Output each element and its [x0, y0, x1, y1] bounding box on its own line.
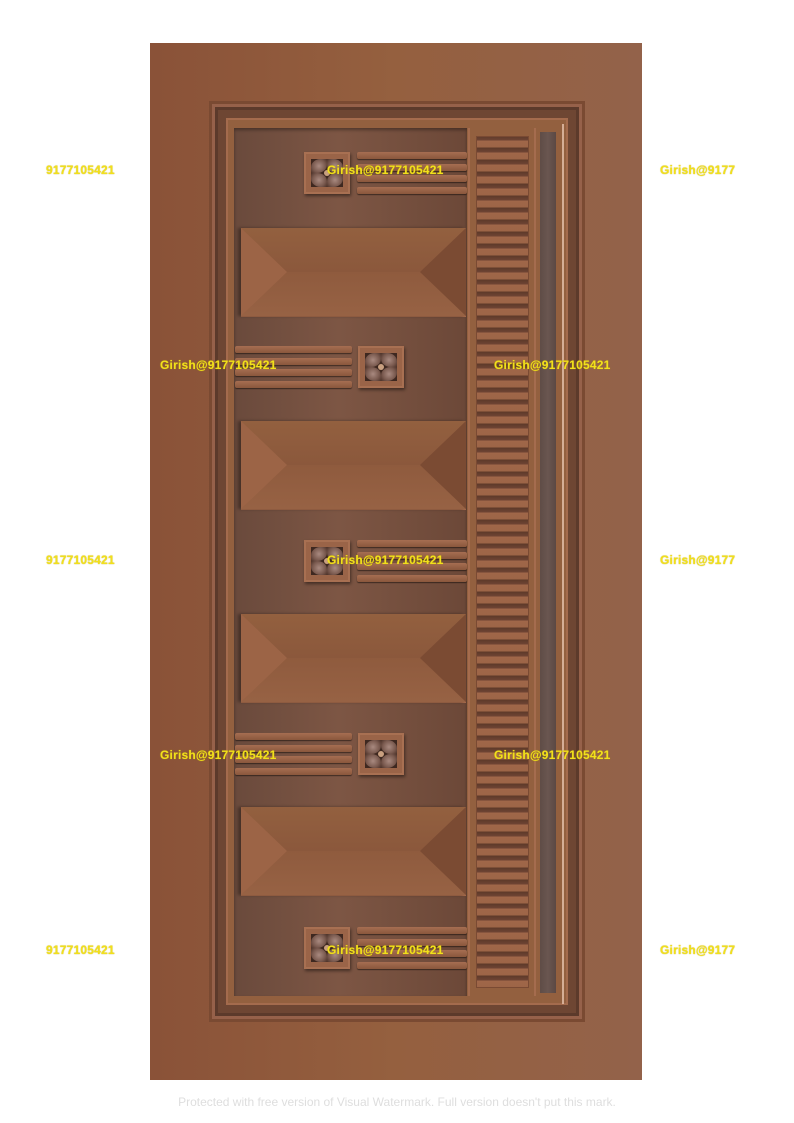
watermark-text: Girish@9177105421: [494, 358, 611, 372]
watermark-text: Girish@9177105421: [494, 748, 611, 762]
horizontal-grooves: [357, 152, 467, 194]
watermark-text: Girish@9177105421: [160, 748, 277, 762]
flower-rosette-icon: [358, 733, 404, 775]
flower-rosette-icon: [304, 152, 350, 194]
horizontal-grooves: [235, 733, 352, 775]
flower-rosette-icon: [358, 346, 404, 388]
watermark-text: Girish@9177: [660, 163, 736, 177]
raised-panel-3: [241, 614, 466, 702]
horizontal-grooves: [357, 540, 467, 582]
watermark-text: 9177105421: [46, 943, 115, 957]
frame-highlight-line: [562, 124, 564, 1004]
watermark-text: Girish@9177: [660, 943, 736, 957]
watermark-text: Girish@9177: [660, 553, 736, 567]
watermark-text: Girish@9177105421: [160, 358, 277, 372]
watermark-text: 9177105421: [46, 163, 115, 177]
horizontal-grooves: [357, 927, 467, 969]
side-vertical-slot: [538, 130, 558, 995]
watermark-text: Girish@9177105421: [327, 163, 444, 177]
flower-rosette-icon: [304, 540, 350, 582]
raised-panel-2: [241, 421, 466, 509]
horizontal-grooves: [235, 346, 352, 388]
louvre-slats: [476, 136, 529, 988]
flower-rosette-icon: [304, 927, 350, 969]
watermark-text: Girish@9177105421: [327, 943, 444, 957]
watermark-text: 9177105421: [46, 553, 115, 567]
raised-panel-1: [241, 228, 466, 316]
raised-panel-4: [241, 807, 466, 895]
watermark-text: Girish@9177105421: [327, 553, 444, 567]
footer-watermark-notice: Protected with free version of Visual Wa…: [178, 1095, 616, 1109]
